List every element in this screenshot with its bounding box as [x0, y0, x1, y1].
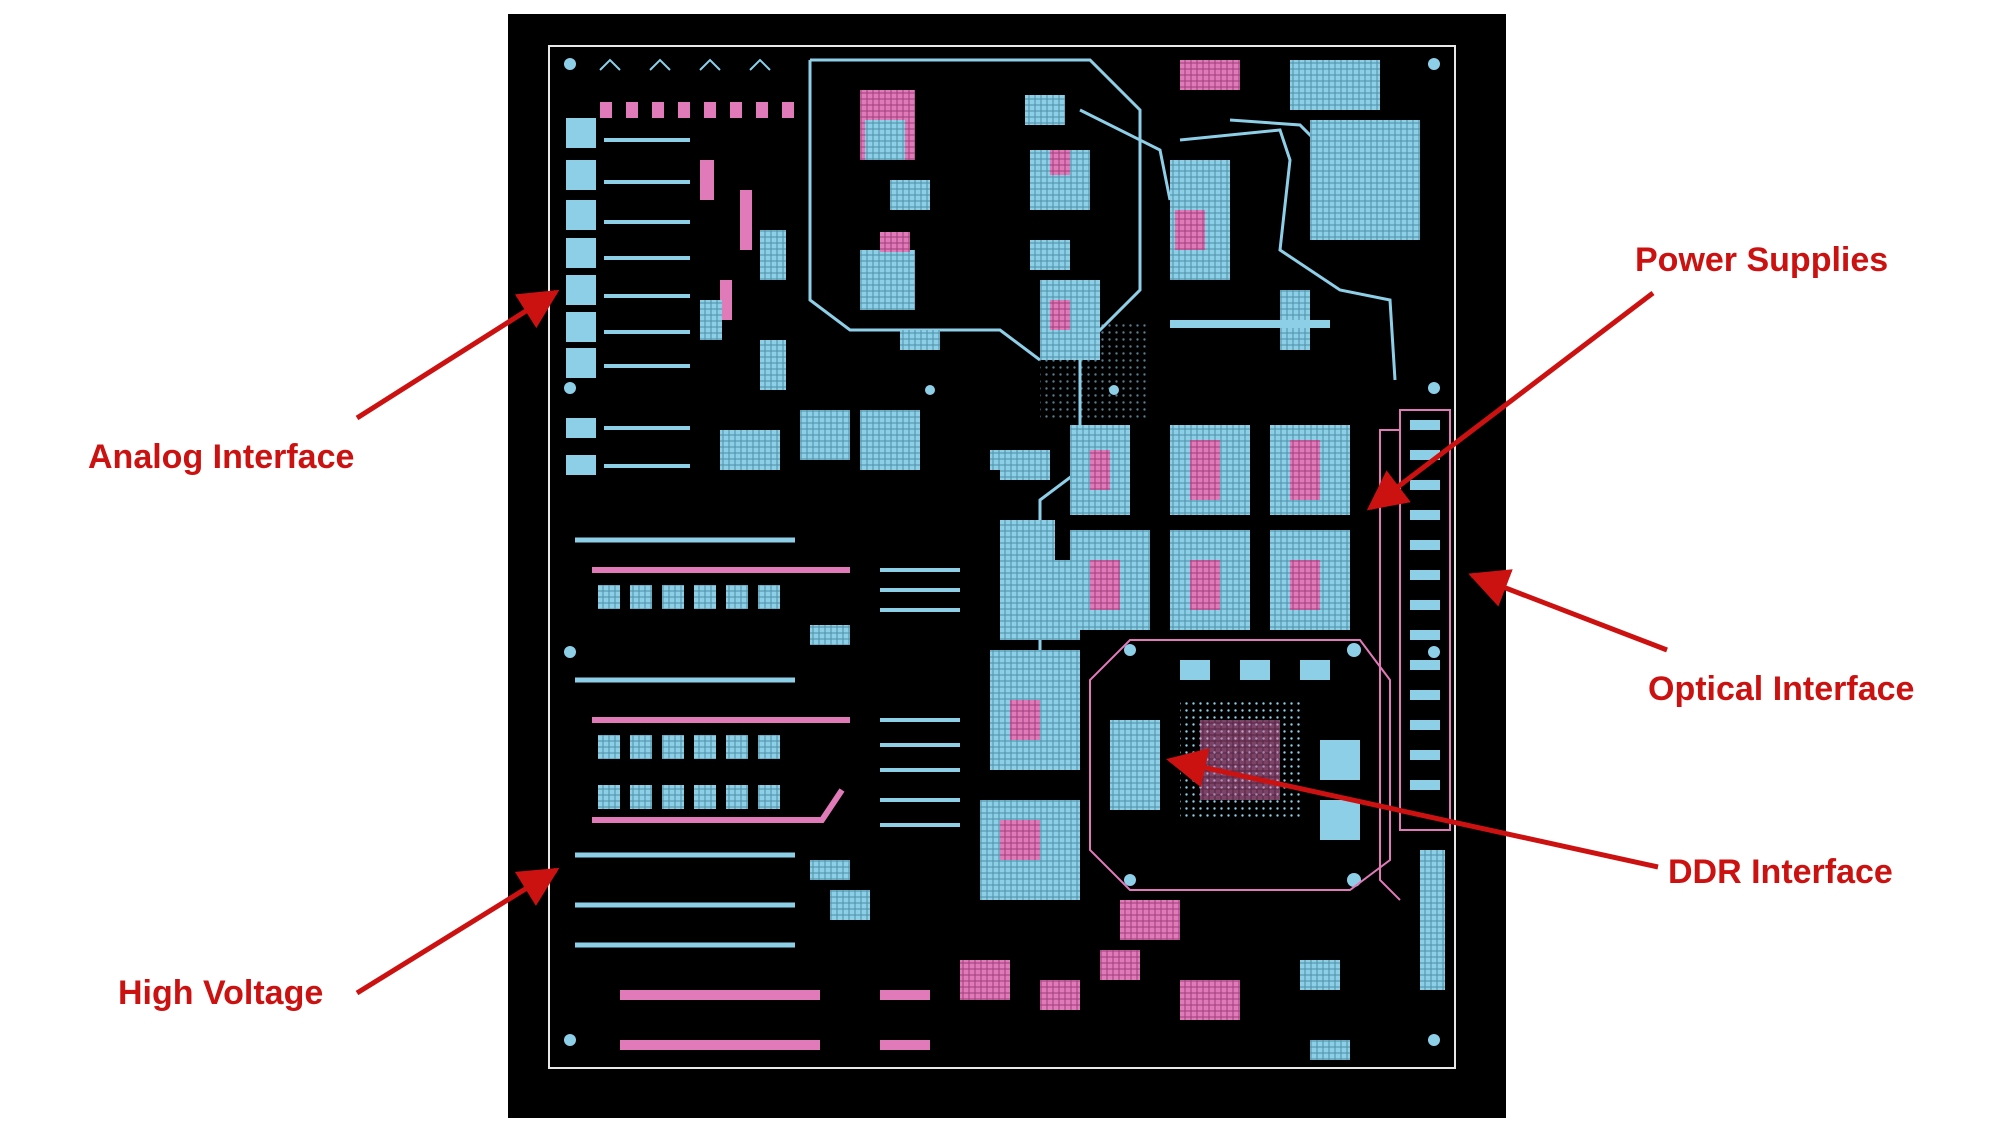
mounting-holes: [564, 58, 1440, 1046]
high-voltage-label: High Voltage: [118, 974, 324, 1012]
optical-interface-arrow: [1468, 569, 1668, 653]
ddr-interface-region: [980, 560, 1391, 900]
high-voltage-region: [575, 537, 960, 1050]
misc-components: [720, 410, 1445, 1060]
optical-interface-label: Optical Interface: [1648, 670, 1915, 708]
high-voltage-arrow: [355, 867, 560, 996]
power-supply-modules: [1000, 425, 1350, 630]
pcb-board: [508, 14, 1506, 1118]
converter-blocks: [860, 60, 1420, 360]
ddr-interface-label: DDR Interface: [1668, 853, 1893, 891]
analog-interface-arrow: [355, 289, 560, 421]
power-supplies-label: Power Supplies: [1635, 241, 1889, 279]
callout-arrows: [355, 289, 1668, 996]
optical-interface-connector: [1379, 409, 1451, 901]
analog-interface-label: Analog Interface: [88, 438, 355, 476]
ddr-interface-arrow: [1166, 748, 1659, 870]
power-supplies-arrow: [1366, 291, 1655, 511]
analog-interface-region: [566, 58, 794, 475]
board-outline: [548, 45, 1456, 1069]
